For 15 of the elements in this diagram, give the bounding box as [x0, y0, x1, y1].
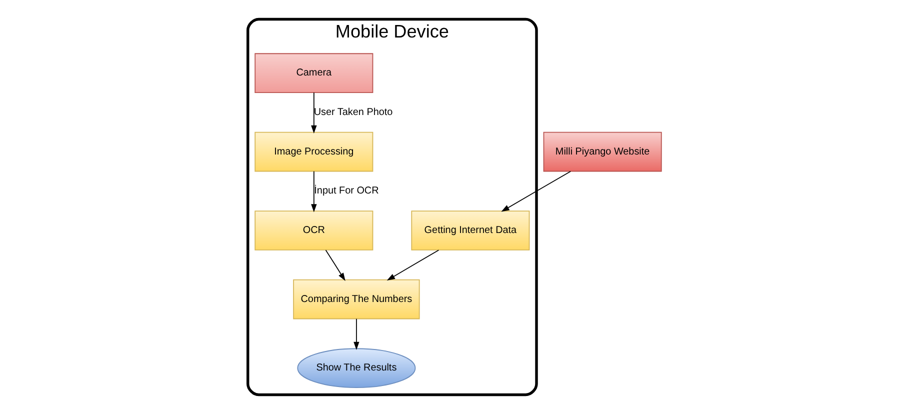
edge-label: İnput For OCR	[314, 186, 378, 197]
node-ellipse: Show The Results	[296, 348, 416, 388]
arrow	[500, 170, 571, 212]
node-box: Camera	[254, 53, 373, 93]
arrow	[310, 92, 316, 134]
node-box: Getting Internet Data	[410, 210, 530, 250]
arrow	[386, 250, 439, 281]
node-box: Comparing The Numbers	[292, 279, 420, 320]
node-box: OCR	[254, 210, 373, 250]
arrow	[324, 250, 345, 281]
edge-label: User Taken Photo	[313, 106, 392, 118]
node-box: Image Processing	[254, 132, 373, 172]
arrow	[353, 318, 359, 350]
node-box: Milli Piyango Website	[542, 132, 662, 172]
arrow	[310, 170, 316, 212]
